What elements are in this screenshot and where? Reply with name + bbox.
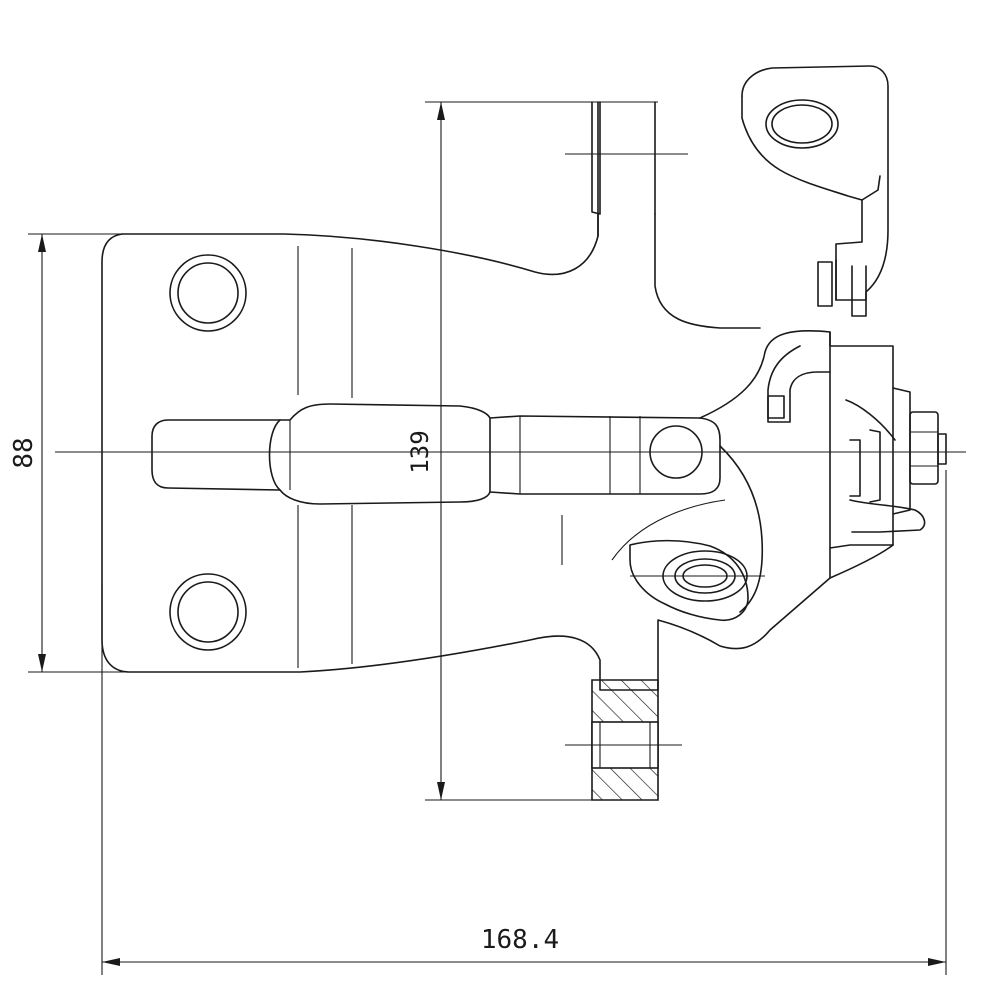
caliper-arm [151, 403, 721, 505]
bracket-hole-outer [765, 99, 839, 149]
mounting-hole-bottom-inner [177, 581, 239, 643]
mounting-bracket [101, 101, 601, 681]
dimension-width: 168.4 [101, 470, 947, 975]
cable-bracket [741, 65, 889, 317]
caliper-housing [561, 330, 894, 691]
dimension-width-label: 168.4 [481, 925, 559, 955]
mounting-hole-top-inner [177, 262, 239, 324]
dimension-height-label: 88 [9, 437, 39, 468]
lower-guide-boss [591, 679, 659, 801]
mounting-hole-top-outer [169, 254, 247, 332]
bracket-hole-inner [771, 104, 833, 144]
mounting-hole-bottom-outer [169, 573, 247, 651]
dimension-span-label: 139 [406, 430, 434, 473]
center-lines [55, 153, 966, 746]
piston-assembly [845, 387, 947, 533]
dimension-height: 88 [9, 233, 130, 673]
bolt-hex [909, 411, 939, 485]
dimension-span: 139 [406, 101, 658, 801]
upper-guide-boss [591, 101, 761, 329]
